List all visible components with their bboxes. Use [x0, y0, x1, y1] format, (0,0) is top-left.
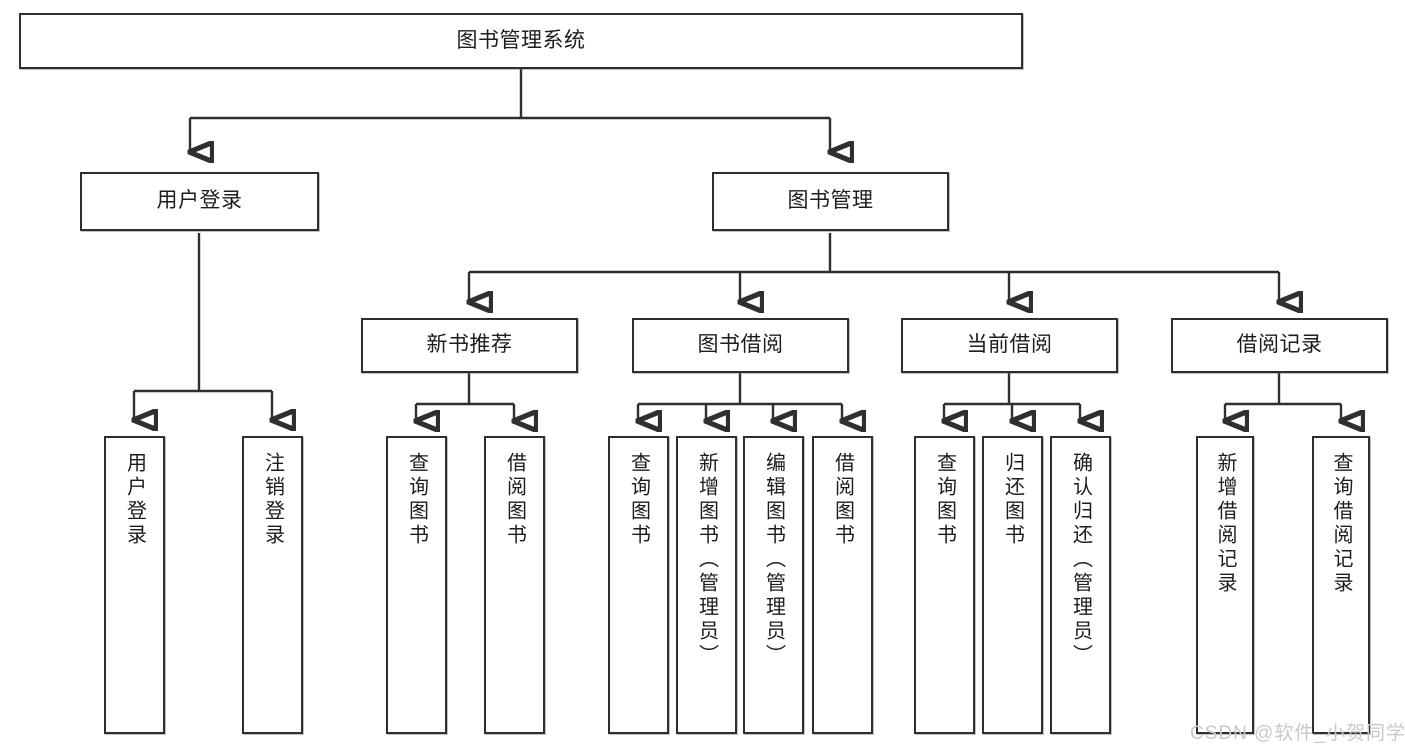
- node-leaf-query-book-2-label: 查询图书: [627, 452, 650, 548]
- node-book-borrow-label: 图书借阅: [697, 333, 784, 357]
- node-leaf-query-book-3[interactable]: 查询图书: [914, 436, 975, 734]
- node-borrow-record[interactable]: 借阅记录: [1171, 318, 1388, 373]
- node-borrow-record-label: 借阅记录: [1236, 333, 1323, 357]
- node-leaf-edit-book-admin-label: 编辑图书（管理员）: [762, 452, 785, 668]
- node-new-book-recommend[interactable]: 新书推荐: [361, 318, 578, 373]
- node-new-book-recommend-label: 新书推荐: [426, 333, 513, 357]
- node-leaf-confirm-return-admin-label: 确认归还（管理员）: [1069, 452, 1092, 668]
- node-leaf-user-login[interactable]: 用户登录: [104, 436, 165, 734]
- node-book-borrow[interactable]: 图书借阅: [632, 318, 849, 373]
- node-current-borrow[interactable]: 当前借阅: [901, 318, 1118, 373]
- node-leaf-borrow-book-1-label: 借阅图书: [503, 452, 526, 548]
- node-root[interactable]: 图书管理系统: [19, 13, 1023, 69]
- node-leaf-return-book-label: 归还图书: [1001, 452, 1024, 548]
- node-leaf-borrow-book-2[interactable]: 借阅图书: [812, 436, 873, 734]
- node-user-login[interactable]: 用户登录: [80, 172, 319, 231]
- node-leaf-add-book-admin[interactable]: 新增图书（管理员）: [676, 436, 737, 734]
- node-leaf-query-book-1[interactable]: 查询图书: [386, 436, 447, 734]
- node-leaf-add-borrow-record[interactable]: 新增借阅记录: [1196, 436, 1254, 734]
- node-user-login-label: 用户登录: [156, 189, 243, 213]
- node-leaf-return-book[interactable]: 归还图书: [982, 436, 1043, 734]
- node-leaf-logout[interactable]: 注销登录: [242, 436, 303, 734]
- node-leaf-query-borrow-record-label: 查询借阅记录: [1330, 452, 1352, 596]
- node-book-manage[interactable]: 图书管理: [712, 172, 949, 231]
- node-leaf-user-login-label: 用户登录: [123, 452, 146, 548]
- node-leaf-logout-label: 注销登录: [261, 452, 284, 548]
- node-leaf-borrow-book-2-label: 借阅图书: [831, 452, 854, 548]
- node-leaf-query-borrow-record[interactable]: 查询借阅记录: [1312, 436, 1370, 734]
- node-current-borrow-label: 当前借阅: [966, 333, 1053, 357]
- node-leaf-add-borrow-record-label: 新增借阅记录: [1214, 452, 1236, 596]
- node-leaf-query-book-3-label: 查询图书: [933, 452, 956, 548]
- node-book-manage-label: 图书管理: [787, 189, 874, 213]
- node-leaf-query-book-1-label: 查询图书: [405, 452, 428, 548]
- node-leaf-confirm-return-admin[interactable]: 确认归还（管理员）: [1050, 436, 1111, 734]
- node-leaf-edit-book-admin[interactable]: 编辑图书（管理员）: [743, 436, 804, 734]
- node-leaf-query-book-2[interactable]: 查询图书: [608, 436, 669, 734]
- node-root-label: 图书管理系统: [456, 28, 586, 52]
- node-leaf-borrow-book-1[interactable]: 借阅图书: [484, 436, 545, 734]
- node-leaf-add-book-admin-label: 新增图书（管理员）: [695, 452, 718, 668]
